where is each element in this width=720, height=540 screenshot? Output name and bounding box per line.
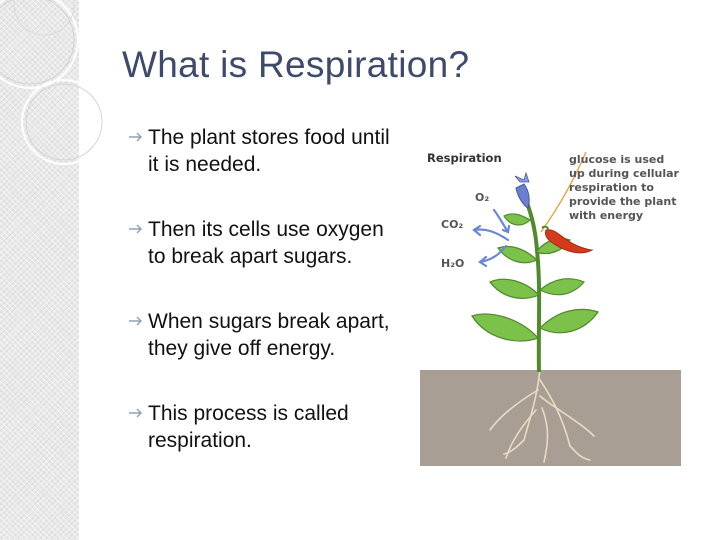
flower xyxy=(514,171,530,209)
gas-exchange-arrows xyxy=(472,208,511,268)
red-fruit xyxy=(545,229,594,254)
bullet-item: Then its cells use oxygen to break apart… xyxy=(128,216,393,270)
bullet-text: This process is called respiration. xyxy=(148,402,349,452)
bullet-text: The plant stores food until it is needed… xyxy=(148,126,390,176)
carbon-dioxide-label: CO₂ xyxy=(441,218,464,231)
roots xyxy=(489,367,595,463)
leaves xyxy=(471,213,599,342)
arrow-bullet-icon xyxy=(129,408,142,418)
bullet-list: The plant stores food until it is needed… xyxy=(128,124,393,454)
respiration-diagram: Respiration O₂ CO₂ H₂O glucose is used u… xyxy=(420,140,681,466)
plant-illustration xyxy=(420,151,681,466)
energy-indicator xyxy=(540,151,587,233)
slide-title: What is Respiration? xyxy=(122,44,470,85)
water-label: H₂O xyxy=(441,257,465,270)
arrow-bullet-icon xyxy=(129,132,142,142)
diagram-heading: Respiration xyxy=(427,151,502,165)
soil xyxy=(420,370,681,466)
bullet-item: The plant stores food until it is needed… xyxy=(128,124,393,178)
bullet-text: Then its cells use oxygen to break apart… xyxy=(148,218,384,268)
glucose-caption: glucose is used up during cellular respi… xyxy=(569,153,679,222)
bullet-text: When sugars break apart, they give off e… xyxy=(148,310,390,360)
oxygen-label: O₂ xyxy=(475,191,490,204)
bullet-item: When sugars break apart, they give off e… xyxy=(128,308,393,362)
arrow-bullet-icon xyxy=(129,316,142,326)
decorative-circles xyxy=(0,0,107,165)
arrow-bullet-icon xyxy=(129,224,142,234)
decorative-side-band xyxy=(0,0,79,540)
bullet-item: This process is called respiration. xyxy=(128,400,393,454)
